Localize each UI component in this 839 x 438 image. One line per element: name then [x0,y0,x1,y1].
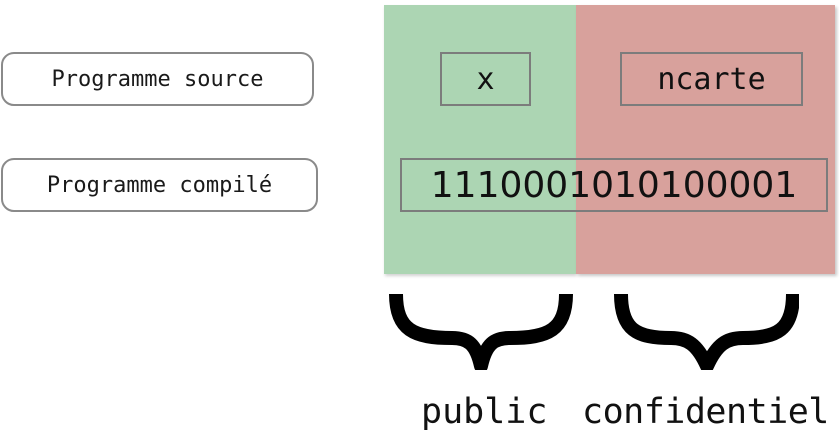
compiled-binary-box: 1110001010100001 [400,158,828,212]
compiled-program-label: Programme compilé [1,158,318,212]
public-variable-box: x [440,52,531,106]
public-zone [384,5,576,274]
confidential-zone-label: confidentiel [582,392,829,432]
confidential-brace-icon [614,293,799,370]
source-program-label: Programme source [1,52,314,106]
confidential-zone [576,5,835,274]
public-zone-label: public [421,392,548,432]
public-brace-icon [389,293,573,370]
confidential-variable-box: ncarte [620,52,803,106]
